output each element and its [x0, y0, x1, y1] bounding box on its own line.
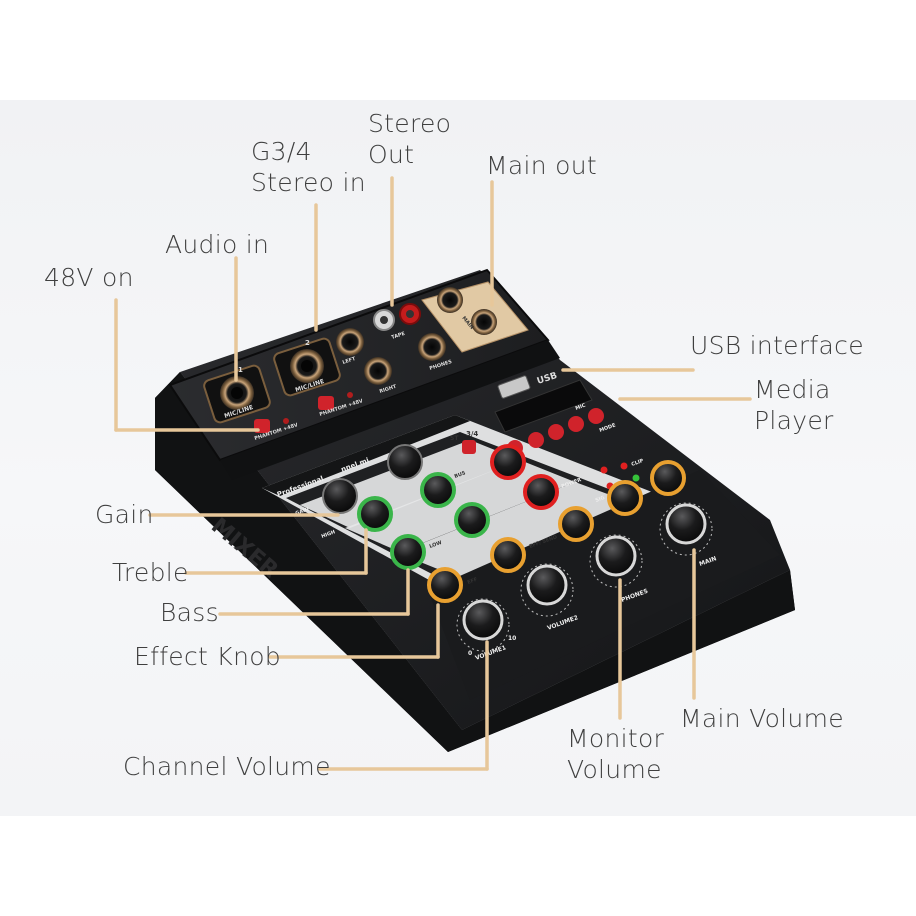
callout-lines [114, 176, 752, 771]
label-media-player-line2: Player [754, 406, 834, 435]
knob-high-1 [357, 496, 393, 532]
print-left: LEFT [342, 356, 357, 366]
knob-gain-1 [322, 478, 358, 514]
label-treble: Treble [112, 558, 189, 587]
print-mode: MODE [599, 422, 617, 434]
knob-g34-2 [523, 474, 559, 510]
label-usb-interface: USB interface [690, 331, 864, 360]
label-48v-on: 48V on [44, 263, 134, 292]
label-gain: Gain [95, 500, 154, 529]
label-bass: Bass [160, 598, 219, 627]
media-btn-2 [548, 424, 564, 440]
print-g34: 3/4 [466, 430, 478, 438]
knob-high-2 [420, 472, 456, 508]
dial-volume2 [520, 563, 574, 617]
label-stereo-out-line1: Stereo [368, 109, 452, 138]
dial-main [659, 502, 713, 556]
label-monitor-volume-line2: Volume [567, 755, 662, 784]
media-display [494, 379, 593, 433]
xlr-combo-jack-2 [273, 337, 341, 397]
label-media-player: Media Player [754, 374, 834, 436]
jack-left [336, 328, 364, 356]
print-eff: EFF [467, 577, 479, 586]
print-right: RIGHT [379, 384, 398, 395]
label-g34-line2: Stereo in [251, 168, 366, 197]
label-audio-in: Audio in [165, 230, 270, 259]
print-clip: CLIP [631, 458, 645, 468]
label-monitor-volume-line1: Monitor [567, 724, 665, 753]
label-media-player-line1: Media [754, 375, 831, 404]
media-btn-1 [528, 432, 544, 448]
label-g34-line1: G3/4 [251, 137, 312, 166]
dial-volume1 [456, 598, 510, 652]
knob-low-1 [390, 534, 426, 570]
print-mic: MIC [575, 403, 587, 412]
xlr-combo-jack-1 [203, 364, 271, 424]
label-main-volume: Main Volume [680, 704, 844, 733]
print-ch2: 2 [305, 339, 310, 347]
knob-clip-2 [650, 460, 686, 496]
knob-clip-1 [607, 480, 643, 516]
print-tape: TAPE [391, 331, 407, 341]
label-stereo-out-line2: Out [368, 140, 415, 169]
knob-gain-2 [387, 444, 423, 480]
jack-right [364, 357, 392, 385]
label-monitor-volume: Monitor Volume [567, 723, 664, 785]
print-st: ST [450, 435, 459, 442]
label-g34: G3/4 Stereo in [251, 136, 366, 198]
print-low: LOW [429, 540, 444, 550]
knob-eff-2 [490, 537, 526, 573]
print-zero: 0 [468, 650, 472, 657]
jack-main-r [471, 309, 497, 335]
print-high: HIGH [321, 529, 337, 540]
label-channel-volume: Channel Volume [123, 752, 331, 781]
label-main-out: Main out [486, 151, 597, 180]
label-stereo-out: Stereo Out [368, 108, 451, 170]
jack-phones [418, 333, 446, 361]
dial-phones [589, 534, 643, 588]
print-ten: 10 [508, 635, 516, 642]
print-gain: GAIN [295, 506, 310, 516]
knob-low-2 [454, 502, 490, 538]
print-sig: SIG [595, 495, 606, 504]
label-effect-knob: Effect Knob [134, 642, 281, 671]
jack-main-l [437, 287, 463, 313]
print-bus: BUS [454, 470, 467, 480]
knob-g34-1 [490, 444, 526, 480]
usb-port [497, 375, 531, 399]
phantom-button-2 [318, 396, 334, 410]
media-btn-3 [568, 416, 584, 432]
media-btn-4 [588, 408, 604, 424]
knob-eff-1 [427, 567, 463, 603]
knob-eff-send [558, 506, 594, 542]
print-ch1: 1 [238, 366, 243, 374]
